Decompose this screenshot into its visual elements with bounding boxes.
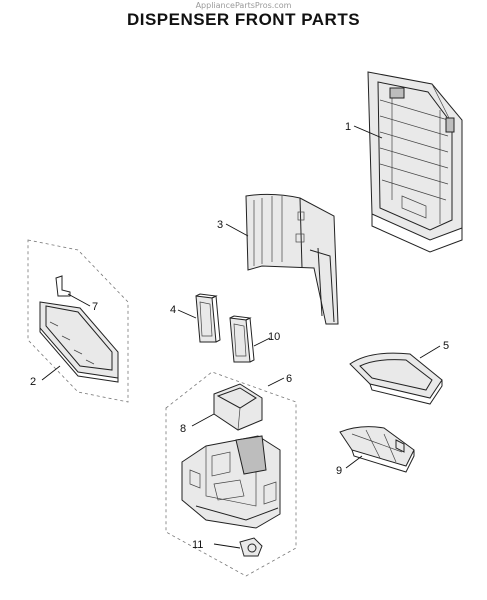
leader-line-11	[213, 543, 241, 549]
part-2-front-frame[interactable]	[39, 301, 119, 383]
callout-9: 9	[336, 465, 342, 477]
part-6-base-assembly[interactable]	[181, 435, 281, 529]
leader-line-1	[353, 125, 383, 139]
part-11-actuator[interactable]	[239, 537, 263, 557]
leader-line-5	[419, 345, 441, 359]
part-1-housing[interactable]	[367, 71, 463, 253]
leader-line-7	[67, 293, 91, 307]
callout-1: 1	[345, 121, 351, 133]
part-5-tray[interactable]	[349, 352, 443, 405]
leader-line-9	[345, 455, 363, 469]
callout-11: 11	[192, 539, 203, 551]
callout-7: 7	[92, 301, 98, 313]
callout-8: 8	[180, 423, 186, 435]
leader-line-3	[225, 223, 249, 237]
callout-10: 10	[268, 331, 280, 343]
part-3-curved-panel[interactable]	[245, 193, 339, 325]
leader-line-8	[191, 413, 215, 427]
watermark-text: AppliancePartsPros.com	[195, 1, 292, 10]
leader-line-2	[41, 365, 61, 381]
callout-4: 4	[170, 304, 176, 316]
leader-line-6	[267, 377, 285, 387]
callout-6: 6	[286, 373, 292, 385]
part-8-chute-cup[interactable]	[213, 383, 263, 431]
group-box-2	[27, 239, 129, 403]
callout-3: 3	[217, 219, 223, 231]
callout-5: 5	[443, 340, 449, 352]
part-4-pad[interactable]	[195, 293, 221, 343]
part-10-pad[interactable]	[229, 315, 255, 363]
page-title: DISPENSER FRONT PARTS	[126, 10, 361, 29]
leader-line-10	[253, 337, 271, 347]
callout-2: 2	[30, 376, 36, 388]
part-9-drip-tray[interactable]	[339, 426, 415, 473]
part-7-clip[interactable]	[55, 275, 71, 297]
leader-line-4	[177, 309, 197, 319]
